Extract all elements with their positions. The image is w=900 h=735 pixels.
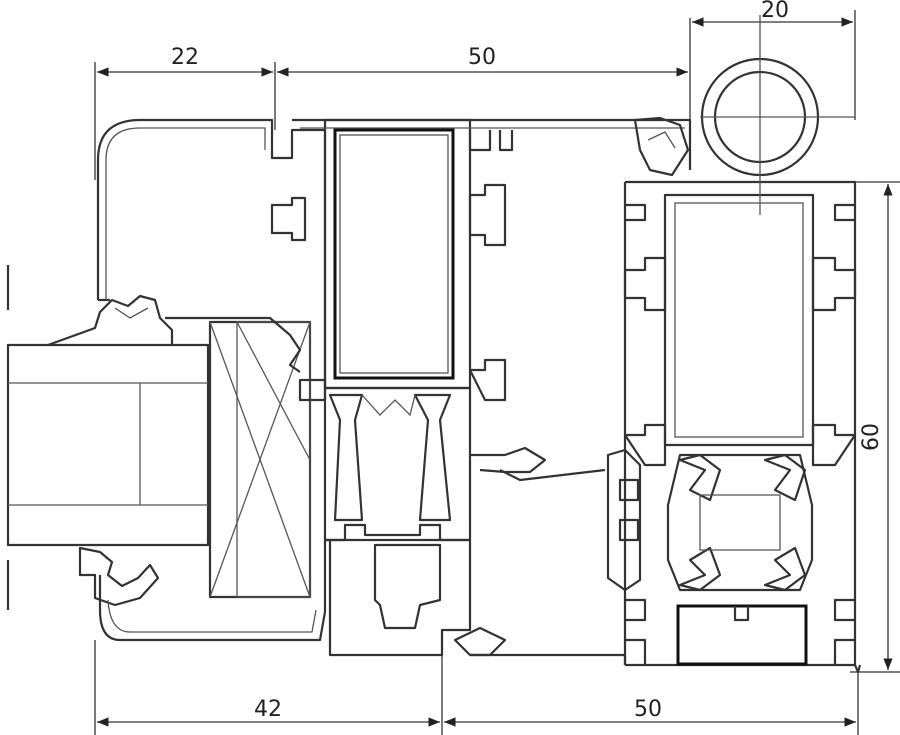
packing-block (208, 320, 312, 599)
dim-bottom-right-label: 50 (634, 697, 662, 722)
dim-top-middle-label: 50 (468, 45, 496, 70)
dim-top-left-label: 22 (171, 45, 199, 70)
glass-panel (6, 265, 210, 610)
dim-bottom-left-label: 42 (254, 697, 282, 722)
middle-chamber (323, 118, 547, 657)
glazing-gasket-top (47, 294, 174, 347)
glazing-gasket-bottom (78, 546, 160, 607)
dimension-lines (94, 10, 900, 735)
frame-bottom (470, 653, 862, 674)
round-tube (700, 15, 855, 215)
dim-right-height-label: 60 (859, 423, 884, 451)
frame-top-rail (292, 116, 692, 177)
frame-profile (499, 180, 857, 667)
dim-top-right-label: 20 (761, 0, 789, 23)
sash-profile (96, 118, 327, 642)
